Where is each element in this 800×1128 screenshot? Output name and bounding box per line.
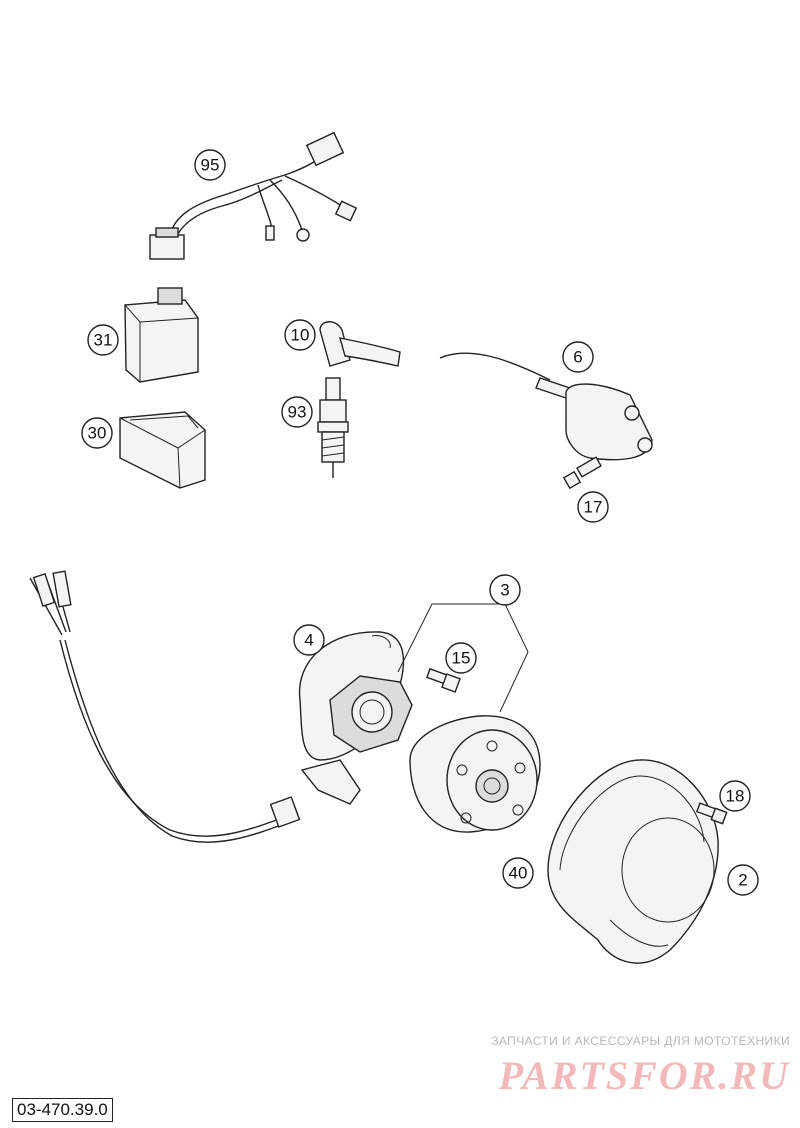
callout-18: 18: [719, 780, 751, 812]
cdi-unit: [124, 287, 199, 383]
svg-text:95: 95: [201, 156, 220, 175]
ignition-cover: [547, 759, 719, 964]
watermark-tagline: ЗАПЧАСТИ И АКСЕССУАРЫ ДЛЯ МОТОТЕХНИКИ: [491, 1034, 790, 1048]
ht-lead: [439, 352, 551, 381]
callout-31: 31: [87, 324, 119, 356]
svg-text:40: 40: [509, 864, 528, 883]
callout-6: 6: [562, 341, 594, 373]
callout-30: 30: [81, 417, 113, 449]
wiring-harness: [149, 131, 358, 260]
coil-bolt: [562, 456, 602, 490]
svg-text:6: 6: [573, 348, 582, 367]
watermark-logo: PARTSFOR.RU: [498, 1053, 790, 1098]
stator-connectors: [29, 570, 301, 828]
svg-text:3: 3: [500, 581, 509, 600]
spark-plug-cap: [319, 321, 401, 367]
callout-2: 2: [727, 864, 759, 896]
spark-plug: [317, 377, 349, 478]
callout-17: 17: [577, 491, 609, 523]
rotor: [409, 715, 541, 833]
callout-10: 10: [284, 319, 316, 351]
stator-cable: [59, 639, 291, 837]
svg-text:93: 93: [288, 403, 307, 422]
drawing-number: 03-470.39.0: [12, 1098, 113, 1122]
ignition-coil: [535, 377, 653, 461]
svg-text:18: 18: [726, 787, 745, 806]
cdi-holder: [119, 411, 206, 489]
svg-text:17: 17: [584, 498, 603, 517]
svg-text:30: 30: [88, 424, 107, 443]
callout-3: 3: [489, 574, 521, 606]
rotor-bolt: [425, 667, 461, 693]
stator: [298, 631, 413, 805]
callout-95: 95: [194, 149, 226, 181]
group-bracket: [397, 603, 529, 713]
cover-screw: [695, 802, 728, 825]
svg-text:4: 4: [304, 631, 313, 650]
svg-text:10: 10: [291, 326, 310, 345]
svg-text:31: 31: [94, 331, 113, 350]
callout-4: 4: [293, 624, 325, 656]
svg-text:2: 2: [738, 871, 747, 890]
callout-15: 15: [445, 642, 477, 674]
callout-93: 93: [281, 396, 313, 428]
callout-40: 40: [502, 857, 534, 889]
svg-text:15: 15: [452, 649, 471, 668]
